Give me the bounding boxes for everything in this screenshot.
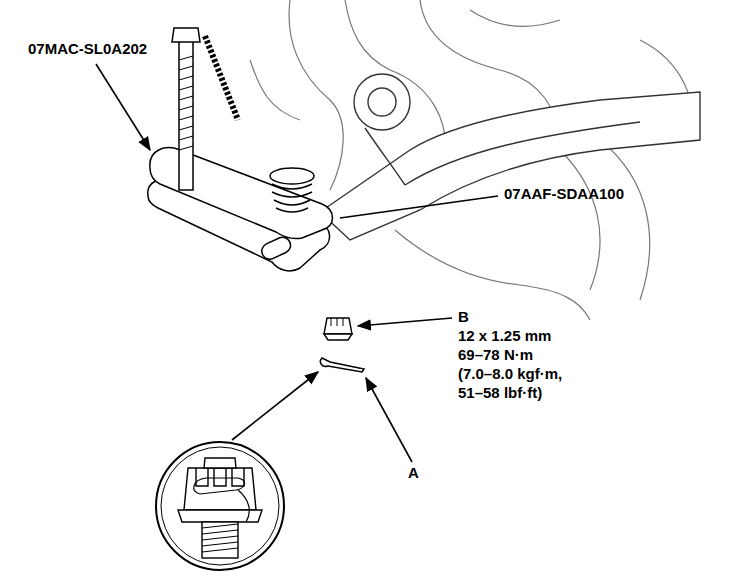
lower-arm-body [320, 92, 700, 240]
inset-cotter-pin [194, 478, 245, 494]
inset-stud-thread [202, 524, 238, 552]
knuckle-line [560, 150, 600, 290]
leader-line [340, 196, 498, 218]
cotter-pin-body [320, 358, 364, 372]
cotter-pin [320, 358, 364, 372]
leader-line [358, 318, 452, 326]
bushing-inner [368, 88, 396, 116]
knuckle-line [345, 0, 446, 160]
lower-arm-rib [365, 128, 405, 185]
bushing-outer [354, 74, 410, 130]
tool-pin-body [259, 235, 293, 262]
lower-arm-rib [405, 122, 640, 185]
specification: (7.0–8.0 kgf·m, [458, 365, 562, 383]
leader-line [366, 378, 412, 462]
callout-letter: B [458, 308, 469, 326]
inset-cotter-leg [238, 490, 249, 522]
nut-flange [324, 334, 352, 340]
leader-lines [96, 64, 498, 462]
ball-joint-remover [148, 28, 333, 271]
bushing [354, 74, 410, 130]
knuckle-line [289, 0, 343, 190]
tool-threaded-rod [205, 36, 238, 120]
inset-nut [178, 458, 262, 558]
inset-circle-inner [161, 447, 279, 565]
tool-bolt-head [172, 28, 200, 42]
inset-stud [202, 522, 238, 558]
tool-bolt-thread [179, 56, 193, 150]
castle-nut [324, 318, 352, 340]
inset-nut-body [184, 468, 256, 510]
inset-nut-slots [196, 468, 244, 486]
tool-pin [259, 235, 293, 262]
nut-slots [331, 318, 343, 326]
tool-upper-plate [150, 148, 333, 239]
specification: 12 x 1.25 mm [458, 327, 551, 345]
tool-number: 07MAC-SL0A202 [28, 40, 147, 58]
inset-circle [156, 442, 284, 570]
knuckle-line [395, 230, 590, 320]
tool-spring-cap [270, 168, 314, 184]
inset-stud-top [204, 458, 236, 468]
specification: 69–78 N·m [458, 346, 533, 364]
callout-letter: A [408, 464, 419, 482]
tool-number: 07AAF-SDAA100 [504, 185, 624, 203]
knuckle-line [470, 10, 560, 27]
knuckle-line [250, 60, 300, 120]
nut-body [324, 318, 352, 334]
leader-line [96, 64, 150, 150]
leader-line [232, 372, 318, 440]
tool-bolt [179, 40, 193, 190]
lower-arm [320, 92, 700, 240]
specification: 51–58 lbf·ft) [458, 384, 542, 402]
knuckle-line [600, 140, 650, 300]
inset-detail [156, 442, 284, 570]
tool-spring [272, 184, 312, 212]
